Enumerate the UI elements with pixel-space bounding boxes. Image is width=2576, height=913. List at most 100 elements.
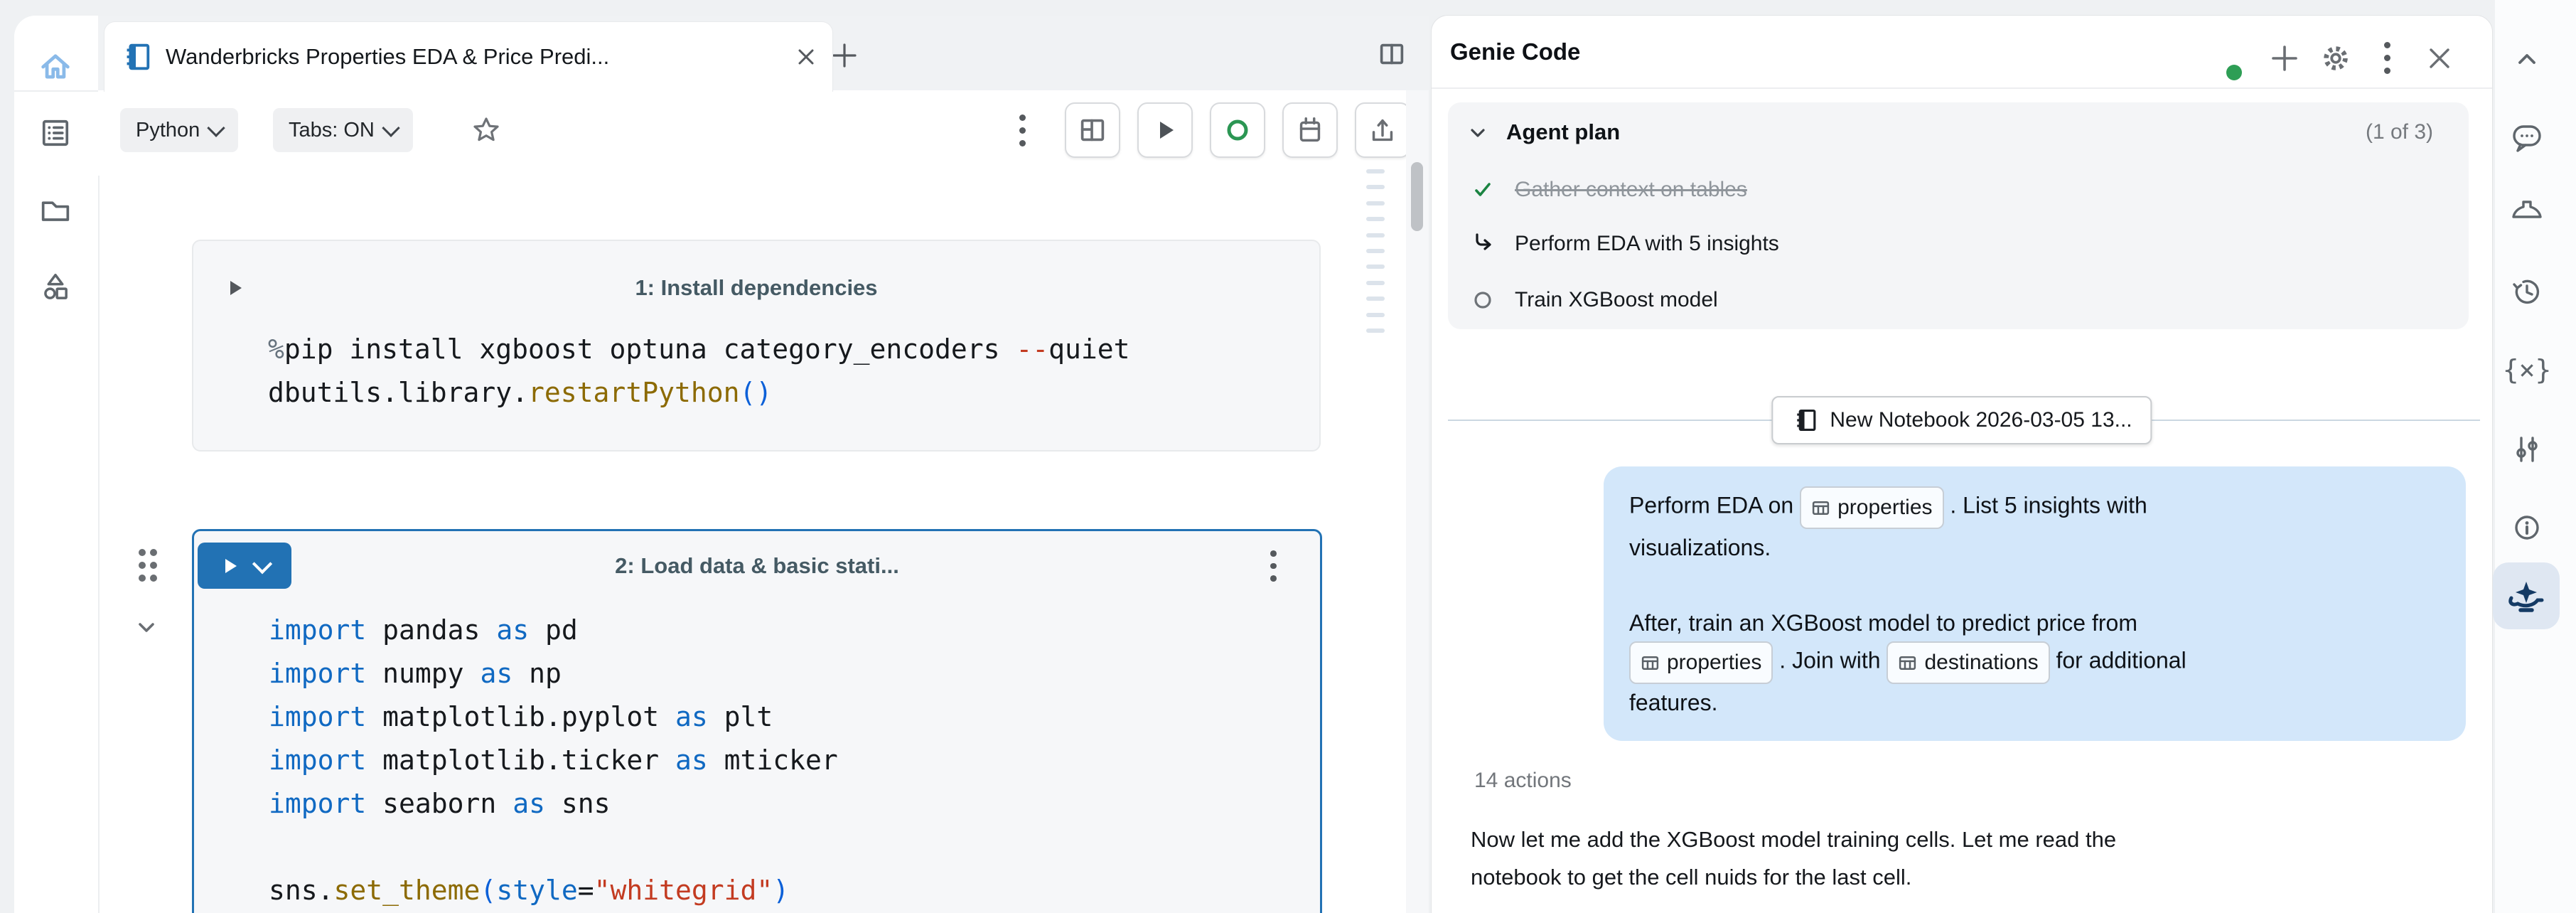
table-of-contents-icon xyxy=(37,114,74,151)
schedule-button[interactable] xyxy=(1282,102,1338,158)
cluster-status-icon xyxy=(1222,114,1253,146)
cell-title: 2: Load data & basic stati... xyxy=(615,553,899,578)
chevron-down-icon xyxy=(207,119,226,137)
chevron-down-icon xyxy=(134,615,159,639)
close-panel-button[interactable] xyxy=(2422,41,2457,75)
table-chip[interactable]: destinations xyxy=(1887,641,2050,684)
share-button[interactable] xyxy=(1355,102,1410,158)
notebook-cell-2[interactable]: 2: Load data & basic stati... import pan… xyxy=(192,529,1322,913)
genie-header: Genie Code xyxy=(1432,16,2492,89)
sidebar-item-home[interactable] xyxy=(37,48,74,85)
new-tab-button[interactable] xyxy=(825,36,864,75)
scrollbar-thumb[interactable] xyxy=(1411,162,1423,231)
new-notebook-button[interactable]: New Notebook 2026-03-05 13... xyxy=(1771,396,2152,444)
table-icon xyxy=(1899,656,1916,670)
notebook-minimap[interactable] xyxy=(1366,169,1385,354)
chevron-down-icon xyxy=(382,119,400,137)
notebook-icon xyxy=(1791,407,1818,434)
divider xyxy=(14,90,98,92)
status-dot-icon xyxy=(2226,65,2242,80)
collapse-cell-button[interactable] xyxy=(131,612,162,643)
sidebar-item-environment[interactable] xyxy=(2504,427,2550,472)
sidebar-item-genie[interactable] xyxy=(2493,562,2560,629)
gear-icon xyxy=(2319,42,2352,75)
notebook-toolbar: Python Tabs: ON xyxy=(98,90,1429,176)
sidebar-item-variables[interactable]: {×} xyxy=(2502,347,2552,393)
collapse-panel-button[interactable] xyxy=(2504,37,2550,82)
sidebar-item-info[interactable] xyxy=(2504,505,2550,550)
agent-plan-toggle[interactable]: Agent plan xyxy=(1468,117,1620,148)
sidebar-item-experiments[interactable] xyxy=(2504,191,2550,236)
actions-count: 14 actions xyxy=(1474,769,1572,792)
tab-title: Wanderbricks Properties EDA & Price Pred… xyxy=(166,44,610,69)
right-sidebar: {×} xyxy=(2493,0,2576,913)
cell-overflow-menu[interactable] xyxy=(1260,550,1286,582)
run-cell-split-button[interactable] xyxy=(198,543,291,589)
tabs-toggle[interactable]: Tabs: ON xyxy=(273,108,413,152)
share-icon xyxy=(1366,114,1399,146)
split-view-button[interactable] xyxy=(1372,34,1412,74)
info-icon xyxy=(2509,510,2545,545)
dashboard-layout-button[interactable] xyxy=(1065,102,1120,158)
left-sidebar xyxy=(14,16,100,913)
table-chip[interactable]: properties xyxy=(1800,486,1944,529)
cluster-status-button[interactable] xyxy=(1210,102,1265,158)
dashboard-layout-icon xyxy=(1076,114,1109,146)
split-view-icon xyxy=(1375,38,1408,70)
schedule-icon xyxy=(1294,114,1326,146)
table-icon xyxy=(1641,656,1659,670)
sidebar-item-table-of-contents[interactable] xyxy=(37,114,74,151)
home-icon xyxy=(37,48,74,85)
favorite-button[interactable] xyxy=(468,112,505,149)
chevron-down-icon xyxy=(1468,122,1488,142)
arrow-subtask-icon xyxy=(1468,229,1498,259)
cell-title: 1: Install dependencies xyxy=(635,275,878,300)
run-cell-button[interactable] xyxy=(222,275,247,301)
settings-button[interactable] xyxy=(2319,41,2353,75)
experiments-icon xyxy=(2509,196,2545,231)
tab-close-button[interactable] xyxy=(795,46,817,68)
folder-icon xyxy=(37,192,74,229)
notebook-panel: Wanderbricks Properties EDA & Price Pred… xyxy=(14,16,1429,913)
user-message-bubble: Perform EDA on properties . List 5 insig… xyxy=(1604,466,2466,741)
plan-item: Gather context on tables xyxy=(1468,174,1747,205)
plan-progress: (1 of 3) xyxy=(2365,120,2433,144)
sidebar-item-workspace-files[interactable] xyxy=(37,192,74,229)
sidebar-item-shapes[interactable] xyxy=(37,269,74,306)
close-icon xyxy=(2425,44,2454,73)
new-chat-button[interactable] xyxy=(2268,41,2302,75)
play-icon xyxy=(1151,116,1179,144)
circle-todo-icon xyxy=(1468,285,1498,315)
language-selector[interactable]: Python xyxy=(120,108,239,152)
panel-overflow-menu[interactable] xyxy=(2374,41,2400,75)
run-all-button[interactable] xyxy=(1137,102,1193,158)
close-icon xyxy=(795,46,817,68)
toolbar-overflow-menu[interactable] xyxy=(1009,114,1035,151)
table-icon xyxy=(1812,501,1830,515)
cell-drag-handle[interactable] xyxy=(134,545,162,587)
panel-title: Genie Code xyxy=(1450,38,1581,65)
comments-icon xyxy=(2509,119,2545,154)
plan-item: Perform EDA with 5 insights xyxy=(1468,228,1779,260)
tab-bar: Wanderbricks Properties EDA & Price Pred… xyxy=(98,16,1429,92)
star-icon xyxy=(469,113,503,147)
cell-code[interactable]: %pip install xgboost optuna category_enc… xyxy=(268,333,1130,408)
plus-icon xyxy=(2269,43,2300,74)
sliders-icon xyxy=(2509,432,2545,467)
sidebar-item-history[interactable] xyxy=(2504,269,2550,314)
genie-panel: Genie Code Agent plan (1 of 3) Gather co… xyxy=(1431,15,2493,913)
plus-icon xyxy=(830,41,859,70)
history-icon xyxy=(2509,274,2545,309)
sidebar-item-comments[interactable] xyxy=(2504,114,2550,159)
notebook-cell-1[interactable]: 1: Install dependencies %pip install xgb… xyxy=(192,240,1321,452)
braces-variables-icon: {×} xyxy=(2502,354,2552,385)
table-chip[interactable]: properties xyxy=(1629,641,1773,684)
genie-lamp-icon xyxy=(2506,575,2547,616)
chevron-up-icon xyxy=(2513,46,2541,74)
notebook-icon xyxy=(120,41,153,73)
check-icon xyxy=(1468,175,1498,205)
shapes-icon xyxy=(37,269,74,306)
notebook-tab[interactable]: Wanderbricks Properties EDA & Price Pred… xyxy=(104,21,833,92)
